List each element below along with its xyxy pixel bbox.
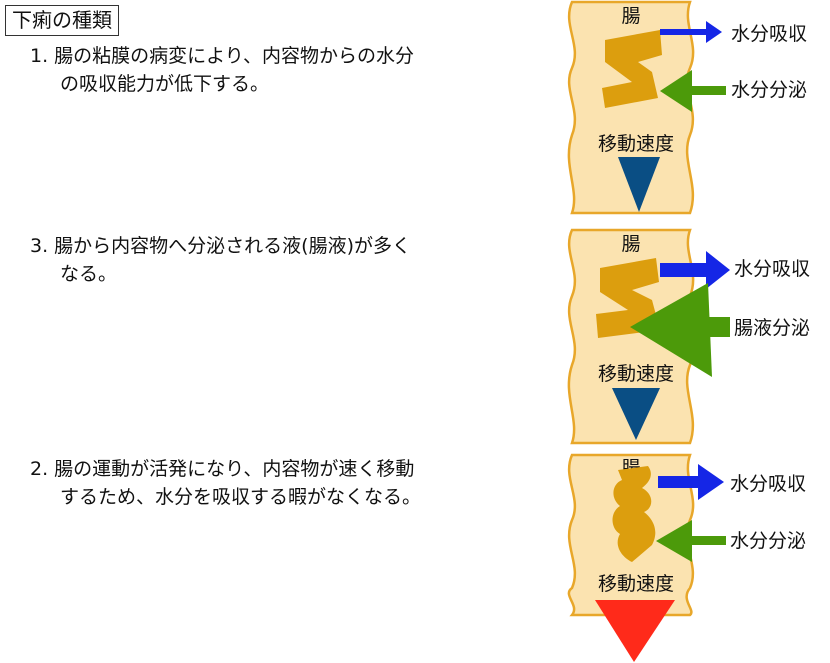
organ-label-2: 腸 [621,233,640,255]
panel-1: 腸 移動速度 水分吸収 水分分泌 [567,0,807,215]
speed-arrow-3 [595,600,675,662]
speed-label-3: 移動速度 [598,573,674,595]
panel-2: 腸 移動速度 水分吸収 腸液分泌 [567,228,810,445]
intestine-content-2 [596,258,660,338]
description-2-line2: するため、水分を吸収する暇がなくなる。 [60,486,422,508]
panel-3: 腸 移動速度 水分吸収 水分分泌 [567,453,806,662]
intestine-content-3 [612,466,656,562]
secrete-arrow-1 [660,70,726,112]
absorb-arrow-2 [660,251,730,289]
description-2-line1: 2. 腸の運動が活発になり、内容物が速く移動 [30,458,415,480]
speed-arrow-1 [618,157,660,212]
absorb-label-2: 水分吸収 [734,258,810,280]
intestine-wall-1 [567,0,695,215]
absorb-arrow-1 [660,21,722,43]
description-3-line1: 3. 腸から内容物へ分泌される液(腸液)が多く [30,235,411,257]
secrete-label-3: 水分分泌 [730,530,806,552]
absorb-label-1: 水分吸収 [731,23,807,45]
page-title: 下痢の種類 [5,5,119,36]
description-1: 1. 腸の粘膜の病変により、内容物からの水分 の吸収能力が低下する。 [30,42,550,98]
secrete-label-1: 水分分泌 [731,79,807,101]
speed-label-1: 移動速度 [598,133,674,155]
speed-label-2: 移動速度 [598,363,674,385]
description-1-line2: の吸収能力が低下する。 [60,73,270,95]
absorb-label-3: 水分吸収 [730,473,806,495]
intestine-content-1 [602,30,662,108]
organ-label-1: 腸 [621,5,640,27]
description-1-line1: 1. 腸の粘膜の病変により、内容物からの水分 [30,45,415,67]
secrete-arrow-2 [630,283,730,377]
secrete-label-2: 腸液分泌 [734,317,810,339]
absorb-arrow-3 [658,464,724,500]
description-2: 2. 腸の運動が活発になり、内容物が速く移動 するため、水分を吸収する暇がなくな… [30,455,550,511]
secrete-arrow-3 [656,520,726,562]
speed-arrow-2 [612,388,660,440]
description-3-line2: なる。 [60,263,118,285]
description-3: 3. 腸から内容物へ分泌される液(腸液)が多く なる。 [30,232,550,288]
